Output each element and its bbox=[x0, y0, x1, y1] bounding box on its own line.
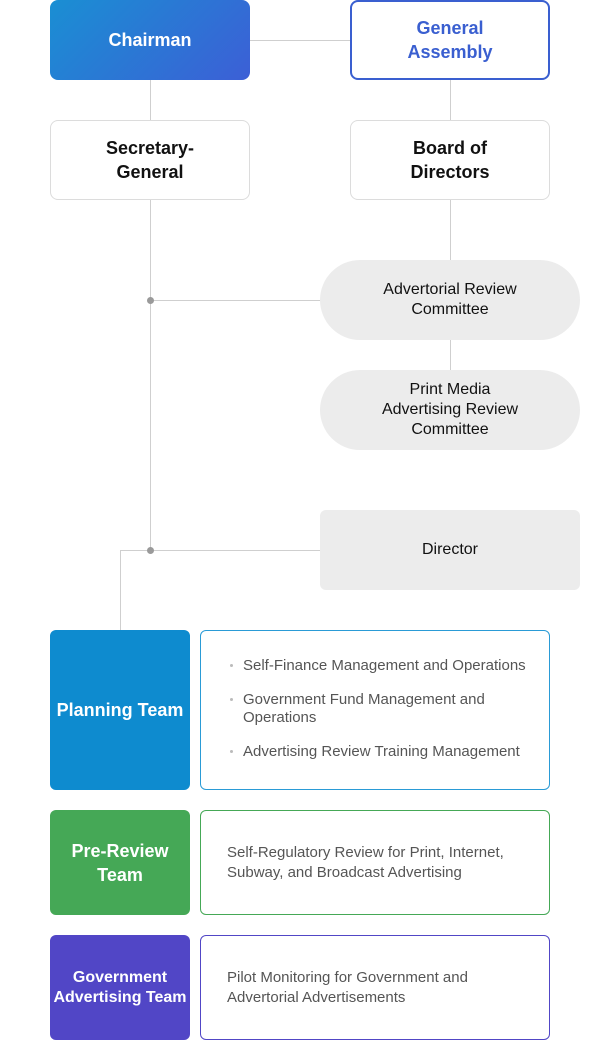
advertorial-committee-label-line: Committee bbox=[411, 301, 489, 318]
advertorial-review-committee: Advertorial Review Committee bbox=[320, 260, 580, 340]
general-assembly-box: General Assembly bbox=[350, 0, 550, 80]
secretary-general-label-line: Secretary- bbox=[105, 138, 195, 158]
print-media-committee-label-line: Committee bbox=[411, 421, 489, 438]
junction-dot-director bbox=[147, 547, 154, 554]
board-of-directors-label-line: Board of bbox=[413, 138, 487, 158]
board-of-directors-box: Board of Directors bbox=[350, 120, 550, 200]
junction-dot-committees bbox=[147, 297, 154, 304]
duty-text: Pilot Monitoring for Government and Adve… bbox=[227, 968, 468, 1006]
board-of-directors-label-line: Directors bbox=[410, 162, 490, 182]
print-media-review-committee: Print Media Advertising Review Committee bbox=[320, 370, 580, 450]
connector-committee-branch bbox=[150, 300, 320, 301]
planning-team-label-line: Planning bbox=[56, 700, 133, 720]
general-assembly-label-line: Assembly bbox=[407, 42, 493, 62]
government-advertising-team-label-line: Team bbox=[145, 988, 187, 1006]
connector-chairman-assembly bbox=[250, 40, 350, 41]
duty-item: Government Fund Management and Operation… bbox=[230, 691, 529, 727]
connector-committees bbox=[450, 340, 451, 370]
general-assembly-label-line: General bbox=[416, 18, 484, 38]
pre-review-team-duties: Self-Regulatory Review for Print, Intern… bbox=[200, 810, 550, 915]
chairman-label: Chairman bbox=[108, 29, 192, 50]
pre-review-team-box: Pre-Review Team bbox=[50, 810, 190, 915]
government-advertising-team-label-line: Advertising bbox=[53, 988, 142, 1006]
secretary-general-box: Secretary- General bbox=[50, 120, 250, 200]
secretary-general-label-line: General bbox=[116, 162, 184, 182]
connector-chairman-secretary bbox=[150, 80, 151, 120]
duty-item: Advertising Review Training Management bbox=[230, 743, 529, 761]
connector-secretary-trunk bbox=[150, 200, 151, 550]
planning-team-duties: Self-Finance Management and Operations G… bbox=[200, 630, 550, 790]
connector-planning-team bbox=[120, 550, 121, 630]
duty-text: Self-Regulatory Review for Print, Intern… bbox=[227, 843, 504, 881]
print-media-committee-label-line: Advertising Review bbox=[381, 401, 519, 418]
pre-review-team-label-line: Pre-Review bbox=[71, 840, 169, 861]
connector-director-branch bbox=[120, 550, 320, 551]
connector-assembly-board bbox=[450, 80, 451, 120]
director-label: Director bbox=[421, 541, 478, 558]
duty-item: Self-Finance Management and Operations bbox=[230, 657, 529, 675]
planning-team-box: Planning Team bbox=[50, 630, 190, 790]
planning-team-label-line: Team bbox=[137, 700, 184, 720]
connector-board-committees bbox=[450, 200, 451, 260]
pre-review-team-label-line: Team bbox=[97, 864, 143, 885]
print-media-committee-label-line: Print Media bbox=[409, 381, 491, 398]
government-advertising-team-box: Government Advertising Team bbox=[50, 935, 190, 1040]
government-advertising-team-label-line: Government bbox=[72, 968, 168, 986]
chairman-box: Chairman bbox=[50, 0, 250, 80]
government-advertising-team-duties: Pilot Monitoring for Government and Adve… bbox=[200, 935, 550, 1040]
advertorial-committee-label-line: Advertorial Review bbox=[383, 281, 517, 298]
director-box: Director bbox=[320, 510, 580, 590]
